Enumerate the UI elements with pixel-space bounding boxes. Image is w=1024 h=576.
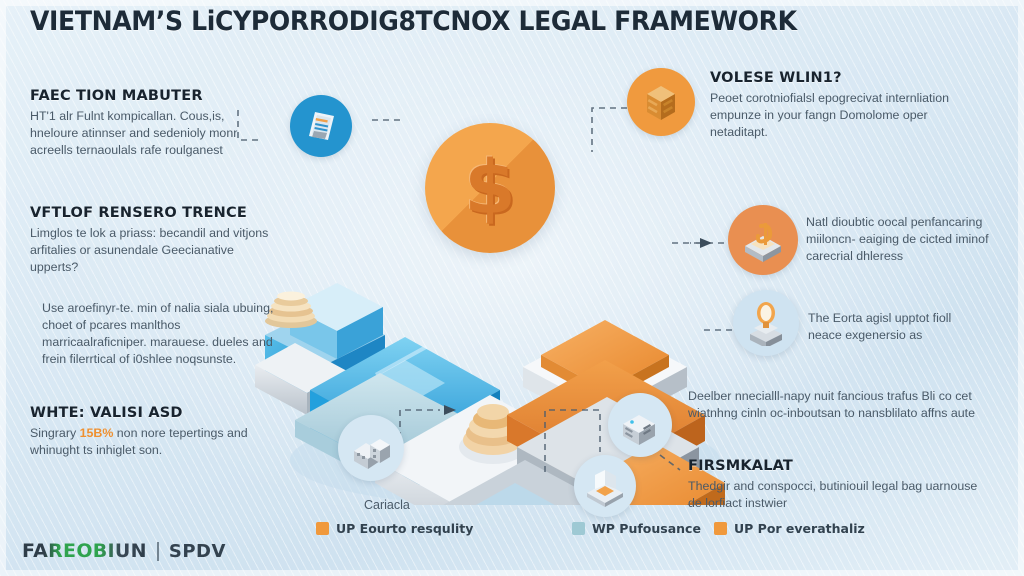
dollar-glyph: $	[464, 145, 516, 231]
right-block-3: The Eorta agisl upptot fioll neace exgen…	[808, 310, 988, 344]
coin-stack-icon	[262, 283, 320, 329]
left-block-3: Use aroefinyr-te. min of nalia siala ubu…	[42, 300, 287, 368]
left-block-4-heading: WHTE: VALISI ASD	[30, 405, 183, 421]
left-block-1-body: HT'1 alr Fulnt kompicallan. Cous,is, hne…	[30, 108, 238, 157]
central-illustration: $	[255, 95, 775, 505]
right-block-2-body: Natl dioubtic oocal penfancaring miilonc…	[806, 215, 989, 264]
right-block-3-body: The Eorta agisl upptot fioll neace exgen…	[808, 311, 952, 343]
left-block-1: FAEC TION MABUTER HT'1 alr Fulnt kompica…	[30, 88, 270, 159]
legend-label-1: UP Eourto resqulity	[336, 521, 474, 536]
brand-primary: FAREOBIUN	[22, 540, 147, 562]
page-title: VIETNAM’S LiCYPORRODIG8TCNOX LEGAL FRAME…	[30, 6, 797, 37]
document-icon	[309, 112, 334, 140]
left-block-1-heading: FAEC TION MABUTER	[30, 88, 203, 104]
left-block-2-heading: VFTLOF RENSERO TRENCE	[30, 205, 247, 221]
legend-item-1[interactable]: UP Eourto resqulity	[316, 521, 473, 536]
legend-label-2: WP Pufousance	[592, 521, 701, 536]
server-rack-icon-badge	[608, 393, 672, 457]
legend-swatch-3	[714, 522, 727, 535]
right-block-2: Natl dioubtic oocal penfancaring miilonc…	[806, 214, 991, 265]
legend-item-3[interactable]: UP Por everathaliz	[714, 521, 865, 536]
left-block-3-body: Use aroefinyr-te. min of nalia siala ubu…	[42, 301, 274, 367]
footer-branding: FAREOBIUN SPDV	[22, 540, 226, 562]
legend-item-2[interactable]: WP Pufousance	[572, 521, 701, 536]
right-block-1-heading: VOLESE WLIN1?	[710, 70, 842, 86]
podium-mirror-icon-badge	[733, 290, 799, 356]
right-block-5-heading: FIRSMKALAT	[688, 458, 794, 474]
crate-box-icon-badge	[627, 68, 695, 136]
left-block-2: VFTLOF RENSERO TRENCE Limglos te lok a p…	[30, 205, 280, 276]
brand-divider	[156, 541, 159, 561]
right-block-5: FIRSMKALAT Thedgir and conspocci, butini…	[688, 458, 978, 512]
brand-secondary: SPDV	[168, 540, 226, 562]
money-tray-icon-badge	[728, 205, 798, 275]
legend-swatch-2	[572, 522, 585, 535]
package-open-icon	[587, 470, 623, 507]
left-block-4: WHTE: VALISI ASD Singrary 15B% non nore …	[30, 405, 295, 459]
caption-left: Cariacla	[364, 498, 410, 512]
building-icon	[354, 439, 390, 469]
legend-label-3: UP Por everathaliz	[734, 521, 865, 536]
left-block-4-body-post: non nore tepertings and whinught ts inhi…	[30, 425, 248, 457]
package-open-icon-badge	[574, 455, 636, 517]
left-block-4-body-pre: Singrary	[30, 425, 80, 440]
right-block-1: VOLESE WLIN1? Peoet corotniofialsl epogr…	[710, 70, 970, 141]
podium-mirror-icon	[750, 302, 782, 346]
building-icon-badge	[338, 415, 404, 481]
left-block-4-highlight: 15B%	[79, 425, 114, 440]
crate-box-icon	[647, 86, 675, 120]
server-rack-icon	[623, 415, 655, 445]
left-block-4-body: Singrary 15B% non nore tepertings and wh…	[30, 425, 295, 459]
money-tray-icon	[745, 223, 781, 262]
right-block-4: Deelber nnecialll-napy nuit fancious tra…	[688, 388, 988, 422]
right-block-4-body: Deelber nnecialll-napy nuit fancious tra…	[688, 389, 976, 421]
right-block-1-body: Peoet corotniofialsl epogrecivat internl…	[710, 90, 950, 139]
right-block-5-body: Thedgir and conspocci, butiniouil legal …	[688, 478, 978, 510]
legend-swatch-1	[316, 522, 329, 535]
document-icon-badge	[290, 95, 352, 157]
left-block-2-body: Limglos te lok a priass: becandil and vi…	[30, 225, 269, 274]
dollar-coin-badge: $	[425, 123, 555, 253]
